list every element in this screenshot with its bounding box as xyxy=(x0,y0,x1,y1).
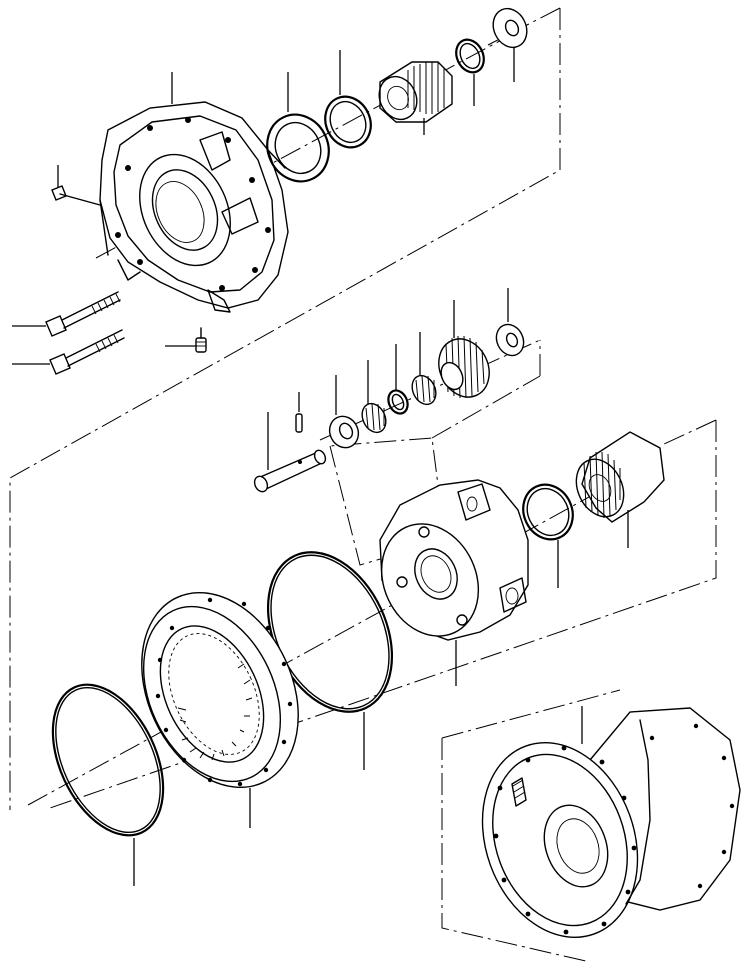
gear-thrust-washer xyxy=(495,288,525,357)
planetary-carrier-cover xyxy=(99,101,289,313)
lower-group-boundary xyxy=(49,419,717,809)
needle-bearing-a xyxy=(361,360,387,434)
carrier-snap-ring xyxy=(522,483,574,588)
snap-ring xyxy=(324,50,372,149)
planet-gear xyxy=(438,300,490,399)
large-o-ring xyxy=(51,683,165,886)
spline-hub xyxy=(378,61,453,135)
planet-pin xyxy=(253,412,327,493)
planet-washer xyxy=(328,375,360,449)
planet-carrier xyxy=(379,479,529,686)
ring-gear xyxy=(141,591,299,828)
final-drive-hub xyxy=(481,706,741,939)
mounting-screw-upper xyxy=(12,291,121,337)
small-snap-ring xyxy=(455,38,485,106)
spacer-ring xyxy=(387,344,409,415)
cover-mounting-screws xyxy=(12,291,125,375)
sun-gear-hub xyxy=(575,431,665,548)
thrust-washer xyxy=(266,72,330,183)
end-washer xyxy=(492,7,528,82)
roll-pin xyxy=(295,392,303,433)
needle-bearing-b xyxy=(411,332,437,406)
cover-small-bolt xyxy=(51,165,101,206)
final-drive-boundary xyxy=(441,689,621,963)
cover-set-screw xyxy=(165,327,207,353)
mounting-screw-lower xyxy=(12,329,125,375)
